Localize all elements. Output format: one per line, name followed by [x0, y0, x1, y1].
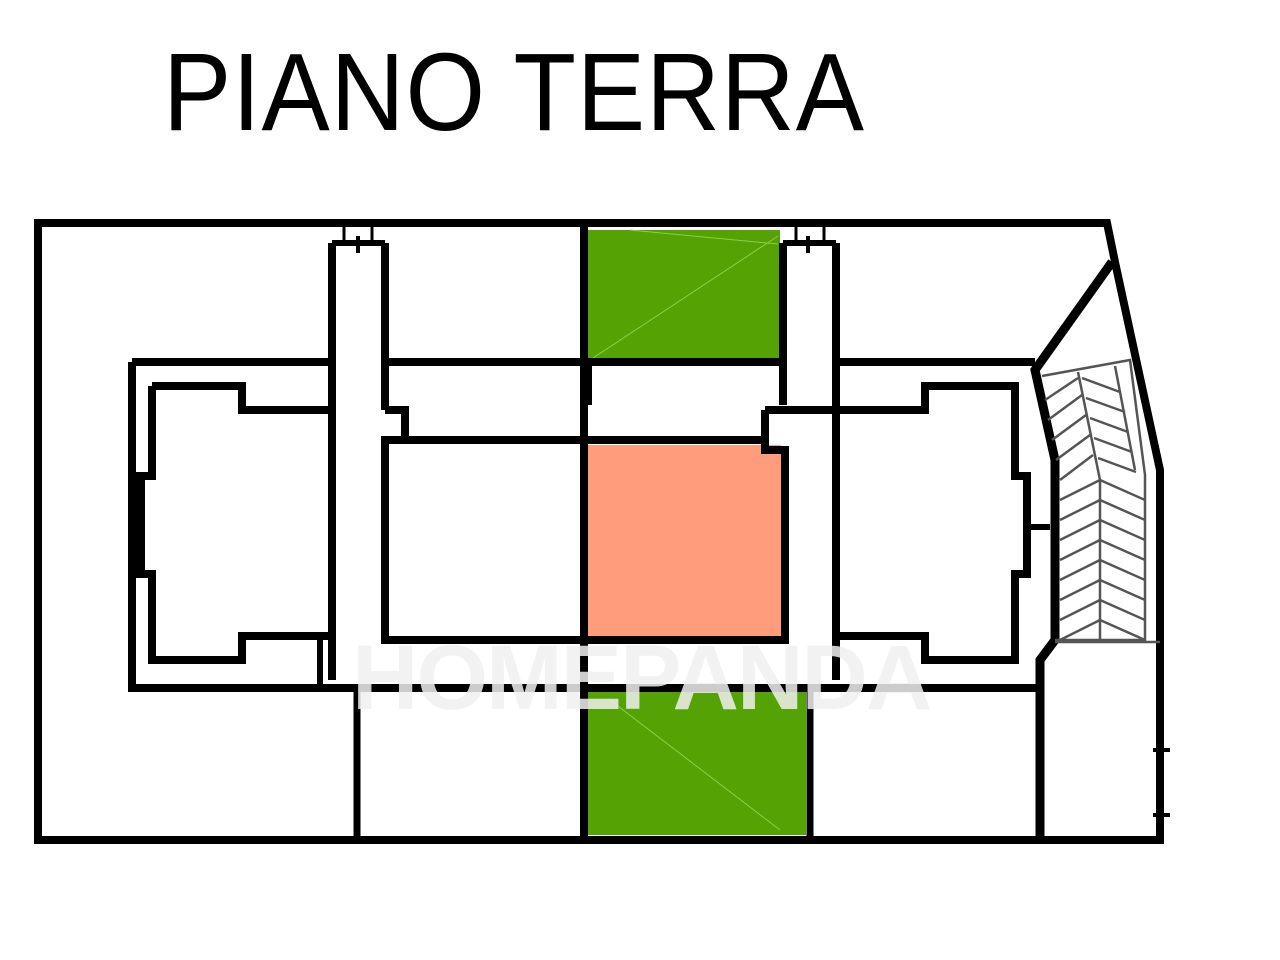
highlighted-unit-area: [588, 445, 781, 637]
floor-title: PIANO TERRA: [163, 31, 865, 154]
garden-south-area: [588, 690, 806, 835]
ramp-stairs-hatch: [1041, 358, 1160, 644]
walls: [34, 219, 1164, 844]
watermark: HOMEPANDA: [352, 627, 932, 729]
window-marks: [1153, 700, 1170, 817]
